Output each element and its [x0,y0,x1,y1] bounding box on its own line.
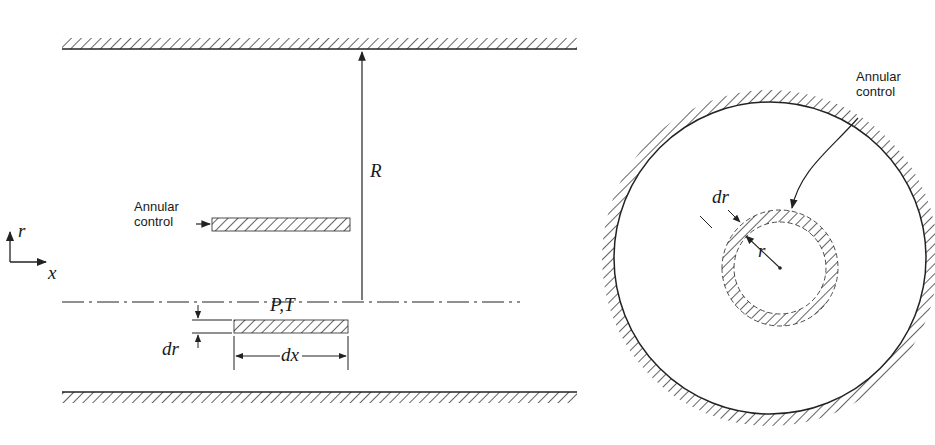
annular-element [212,218,350,231]
axis-label: r [18,220,25,242]
dimension: dr [712,186,729,208]
part-name: Annular control [134,200,196,230]
leader-line [196,223,210,224]
pipe-wall [62,38,577,403]
dimension: r [758,240,765,262]
pipe-cross-section [602,90,935,426]
axis-label: x [48,262,56,284]
dimension: R [370,160,382,182]
dimension: dr [162,338,179,360]
annular-ring [700,118,858,326]
radius-arrow [361,52,362,300]
annular-element [234,320,348,333]
variable-label: P,T [270,294,294,316]
dimension: dx [281,344,299,366]
part-name: Annular control [856,70,918,100]
axes [10,232,46,262]
